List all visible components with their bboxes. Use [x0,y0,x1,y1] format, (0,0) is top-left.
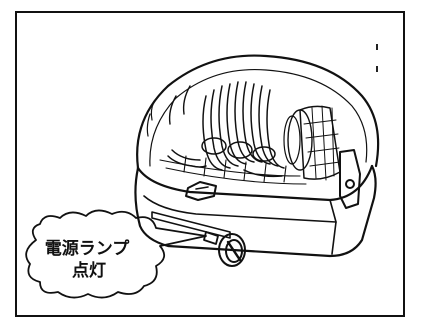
utensil-basket-icon [283,105,341,181]
plates-icon [202,81,285,171]
dryer-base [134,164,377,258]
callout-label-line1: 電源ランプ [44,239,130,259]
hinge-handle [339,149,361,209]
dome-cover [136,54,380,170]
power-lamp [203,231,219,245]
front-slot [151,211,231,239]
callout-bubble [25,209,207,299]
edge-tick-mark [376,66,378,72]
latch-button [185,181,217,201]
dish-rack [159,155,307,185]
timer-knob-icon [218,233,246,267]
callout-label-line2: 点灯 [72,261,106,281]
edge-tick-mark [376,44,378,50]
